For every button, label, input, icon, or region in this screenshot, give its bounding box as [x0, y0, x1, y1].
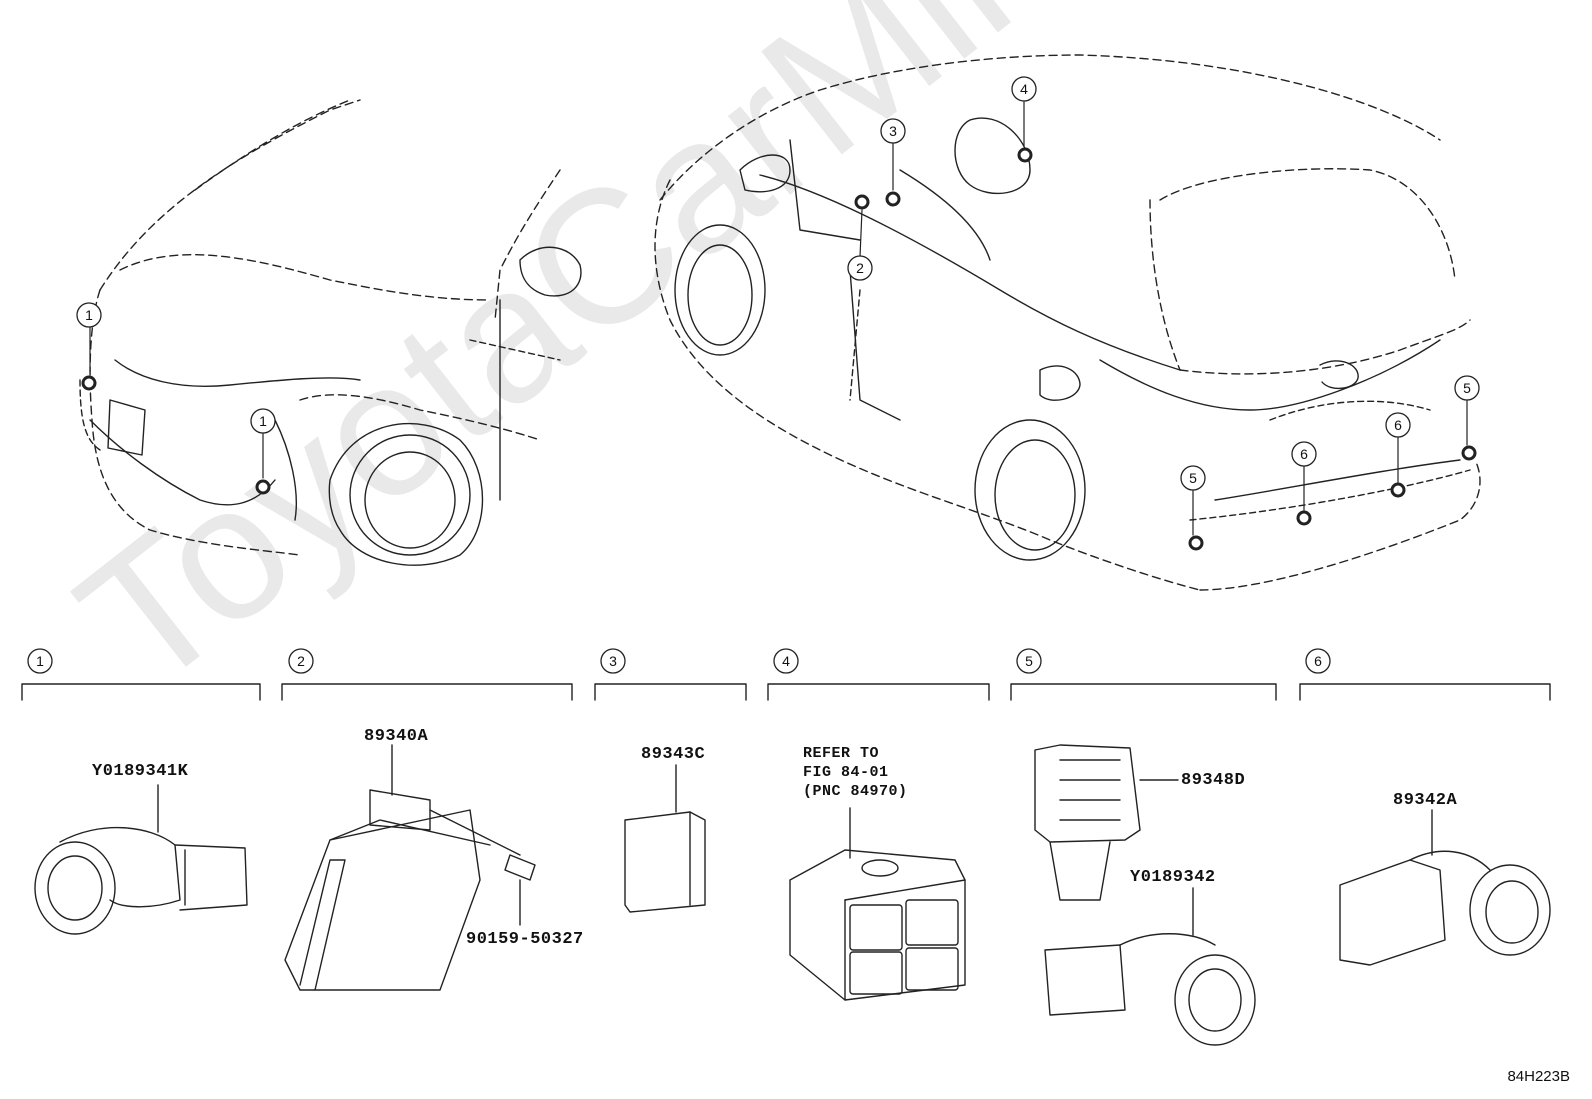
svg-text:6: 6	[1394, 417, 1402, 433]
part-module	[624, 764, 706, 913]
svg-text:2: 2	[856, 260, 864, 276]
callout-1b: 1	[250, 408, 276, 434]
svg-text:3: 3	[609, 653, 617, 669]
svg-text:4: 4	[1020, 81, 1028, 97]
section-number-3: 3	[600, 648, 626, 674]
part-bracket	[1034, 744, 1179, 901]
callout-2: 2	[847, 255, 873, 281]
callout-5a: 5	[1180, 465, 1206, 491]
callout-3: 3	[880, 118, 906, 144]
svg-text:1: 1	[36, 653, 44, 669]
front-vehicle-view	[79, 99, 582, 566]
svg-text:3: 3	[889, 123, 897, 139]
section-number-6: 6	[1305, 648, 1331, 674]
part-number-89348d[interactable]: 89348D	[1181, 771, 1246, 790]
svg-text:5: 5	[1463, 380, 1471, 396]
part-number-y0189342[interactable]: Y0189342	[1130, 868, 1216, 887]
callout-5b: 5	[1454, 375, 1480, 401]
sensor-markers	[81, 147, 1477, 551]
rear-vehicle-view	[654, 54, 1481, 591]
svg-text:1: 1	[259, 413, 267, 429]
reference-note[interactable]: REFER TO FIG 84-01 (PNC 84970)	[803, 745, 908, 800]
section-number-2: 2	[288, 648, 314, 674]
svg-text:5: 5	[1025, 653, 1033, 669]
svg-text:1: 1	[85, 307, 93, 323]
svg-text:4: 4	[782, 653, 790, 669]
svg-text:6: 6	[1300, 446, 1308, 462]
callout-6b: 6	[1385, 412, 1411, 438]
part-switch	[789, 807, 966, 1001]
section-number-5: 5	[1016, 648, 1042, 674]
section-number-4: 4	[773, 648, 799, 674]
callouts: 1 1 2 3 4 5 5 6 6 1 2 3 4 5 6	[27, 76, 1480, 674]
leader-lines	[89, 99, 1468, 536]
part-number-89343c[interactable]: 89343C	[641, 745, 706, 764]
part-number-89340a[interactable]: 89340A	[364, 727, 429, 746]
part-number-89342a[interactable]: 89342A	[1393, 791, 1458, 810]
callout-1a: 1	[76, 302, 102, 328]
section-brackets	[21, 683, 1551, 701]
callout-6a: 6	[1291, 441, 1317, 467]
part-sensor-corner	[1339, 809, 1551, 966]
section-number-1: 1	[27, 648, 53, 674]
svg-text:2: 2	[297, 653, 305, 669]
diagram-code: 84H223B	[1507, 1068, 1570, 1085]
svg-text:5: 5	[1189, 470, 1197, 486]
callout-4: 4	[1011, 76, 1037, 102]
part-sensor-front	[34, 784, 248, 935]
part-sensor-rear	[1044, 887, 1256, 1046]
svg-text:6: 6	[1314, 653, 1322, 669]
part-number-90159-50327[interactable]: 90159-50327	[466, 930, 584, 949]
part-number-y0189341k[interactable]: Y0189341K	[92, 762, 189, 781]
part-ecu	[284, 744, 536, 991]
